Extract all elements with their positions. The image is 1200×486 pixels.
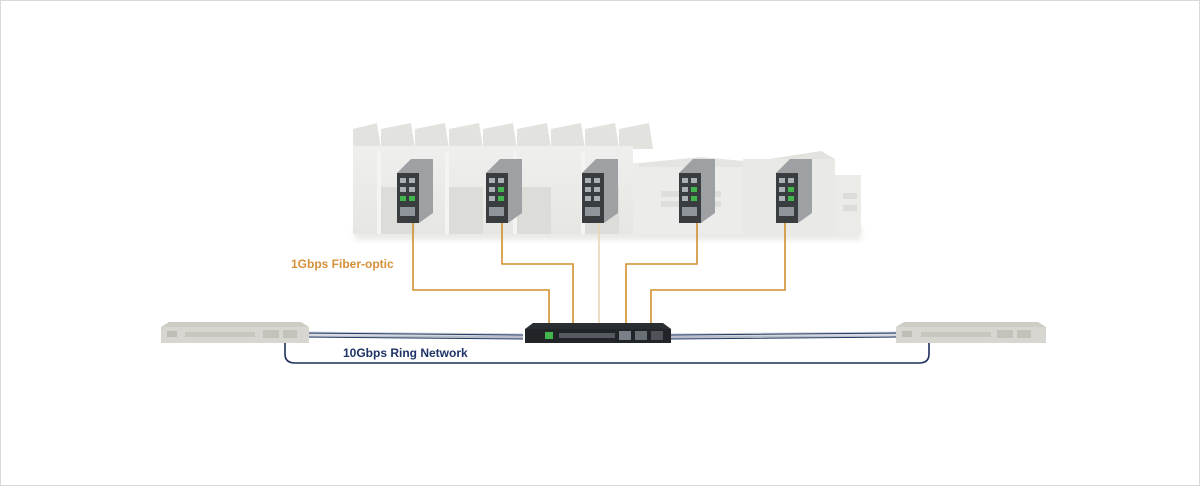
ring-network [284, 331, 930, 364]
rackmount-switch-faded-icon [896, 322, 1046, 343]
edge-switch-5 [776, 159, 812, 223]
ring-switch-left [161, 322, 309, 343]
edge-switch-3 [582, 159, 618, 223]
din-rail-switch-icon [486, 159, 522, 223]
core-switch [525, 323, 671, 343]
edge-switch-1 [397, 159, 433, 223]
din-rail-switch-icon [397, 159, 433, 223]
rackmount-switch-icon [525, 323, 671, 343]
fiber-link-1 [412, 223, 550, 325]
ring-loop [284, 341, 930, 364]
fiber-link-4 [625, 223, 698, 325]
ring-network-label: 10Gbps Ring Network [343, 346, 468, 360]
fiber-link-label: 1Gbps Fiber-optic [291, 257, 394, 271]
din-rail-switch-icon [679, 159, 715, 223]
din-rail-switch-icon [776, 159, 812, 223]
ring-switch-right [896, 322, 1046, 343]
rackmount-switch-faded-icon [161, 322, 309, 343]
fiber-link-5 [650, 223, 786, 325]
fiber-links [412, 223, 786, 325]
edge-switch-4 [679, 159, 715, 223]
edge-switch-2 [486, 159, 522, 223]
fiber-link-2 [501, 223, 574, 325]
din-rail-switch-icon [582, 159, 618, 223]
